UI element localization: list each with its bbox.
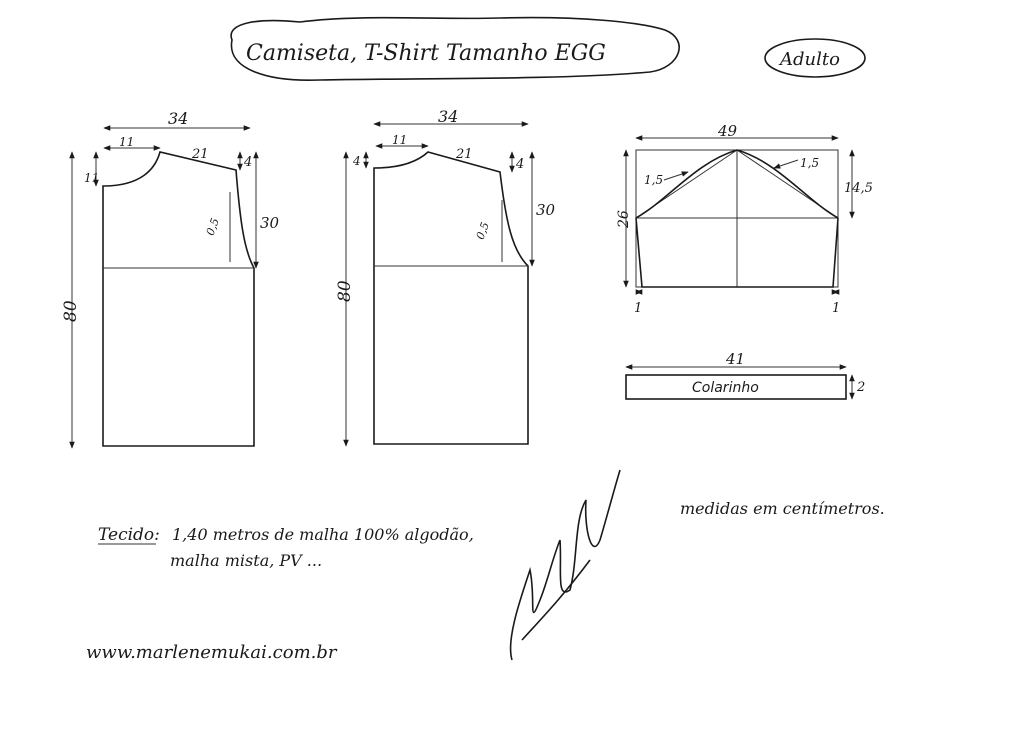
front-neck-depth-label: 11 — [84, 171, 99, 185]
sleeve-hem-right-label: 1 — [832, 301, 840, 316]
back-width-label: 34 — [438, 107, 458, 126]
back-shoulder-label: 21 — [455, 147, 473, 162]
front-armhole-curve-label: 0,5 — [204, 216, 222, 237]
website-text: www.marlenemukai.com.br — [86, 642, 338, 663]
back-length-label: 80 — [335, 280, 355, 302]
collar-width-label: 41 — [725, 350, 745, 368]
title-cloud: Camiseta, T-Shirt Tamanho EGG — [230, 16, 680, 82]
back-neck-depth-label: 4 — [352, 154, 361, 168]
sleeve-curve-right-label: 1,5 — [800, 156, 819, 170]
back-neck-width-label: 11 — [392, 133, 407, 147]
sleeve-total-height-label: 26 — [616, 210, 632, 229]
front-shoulder-label: 21 — [191, 147, 209, 162]
back-shoulder-drop-label: 4 — [515, 157, 524, 172]
sleeve-hem-left-label: 1 — [634, 301, 642, 316]
front-length-label: 80 — [61, 300, 81, 322]
front-neck-width-label: 11 — [119, 135, 134, 149]
collar-label: Colarinho — [692, 380, 759, 396]
collar-pattern: 41 Colarinho 2 — [625, 350, 865, 400]
front-shoulder-drop-label: 4 — [243, 155, 252, 170]
sleeve-pattern: 49 1,5 1,5 14,5 26 1 1 — [616, 122, 873, 316]
units-note: medidas em centímetros. — [680, 499, 885, 518]
sleeve-cap-curve — [635, 149, 839, 219]
fabric-line2: malha mista, PV ... — [170, 551, 322, 570]
title-text: Camiseta, T-Shirt Tamanho EGG — [246, 41, 606, 66]
sleeve-curve-left-label: 1,5 — [644, 173, 663, 187]
fabric-line1: 1,40 metros de malha 100% algodão, — [172, 525, 474, 544]
sleeve-cap-height-label: 14,5 — [844, 181, 873, 196]
front-outline — [102, 151, 255, 447]
adult-badge: Adulto — [764, 38, 866, 78]
back-outline — [373, 151, 529, 445]
sleeve-width-label: 49 — [717, 122, 738, 140]
back-armhole-depth-label: 30 — [536, 201, 556, 219]
fabric-label: Tecido: — [98, 525, 160, 545]
fabric-note: Tecido: 1,40 metros de malha 100% algodã… — [98, 525, 474, 570]
front-width-label: 34 — [168, 109, 188, 128]
back-pattern: 34 11 21 4 4 30 0,5 80 — [335, 107, 556, 447]
signature — [509, 469, 621, 661]
back-armhole-curve-label: 0,5 — [474, 220, 492, 241]
front-armhole-depth-label: 30 — [260, 214, 280, 232]
front-pattern: 34 11 21 11 4 30 0,5 80 — [61, 109, 280, 449]
badge-text: Adulto — [778, 49, 840, 70]
collar-height-label: 2 — [856, 380, 865, 395]
